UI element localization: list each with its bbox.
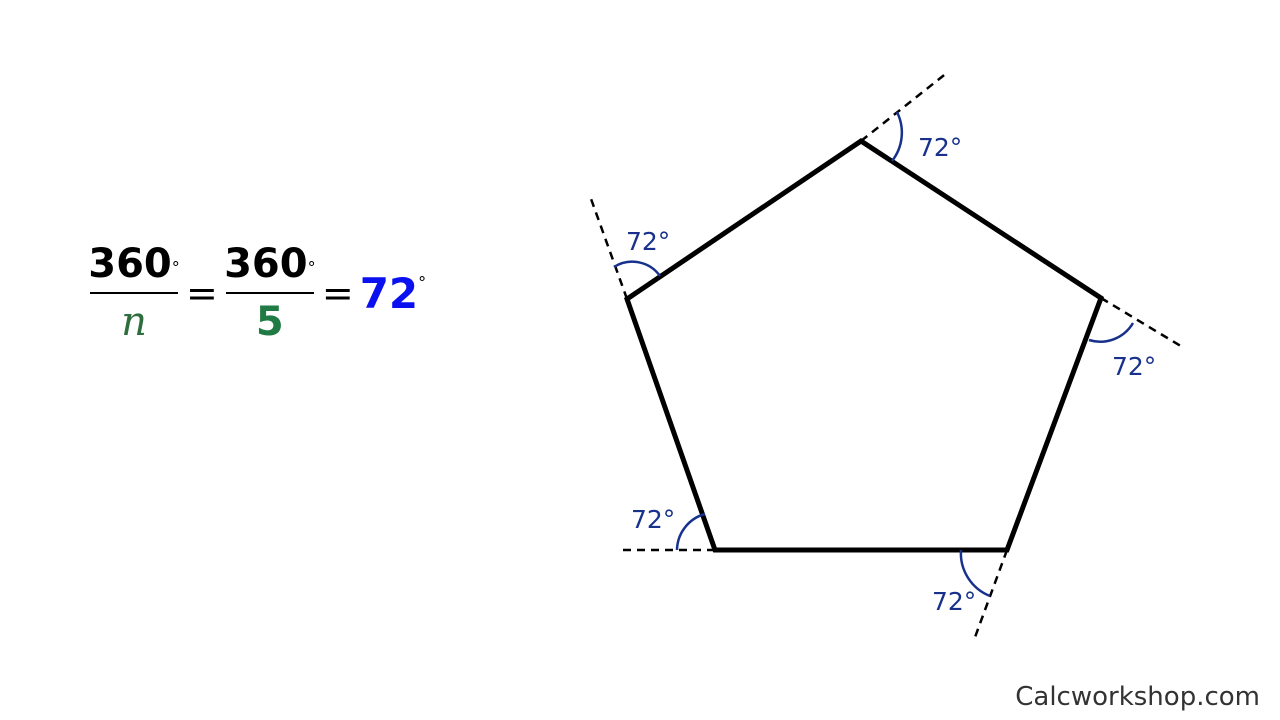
extension-line-right: [1100, 296, 1185, 350]
extension-lines: [588, 71, 1185, 641]
angle-arcs: [613, 111, 1135, 598]
fraction-bar: [90, 292, 178, 294]
pentagon-outline: [624, 137, 1105, 553]
equals-sign: =: [186, 271, 218, 315]
extension-line-left: [588, 195, 629, 300]
extension-line-top: [860, 71, 949, 142]
angle-arc-bottom-left: [675, 512, 706, 551]
angle-label-top: 72°: [918, 133, 962, 162]
angle-label-bottom-left: 72°: [631, 505, 675, 534]
fraction-360-over-n: 360° n: [88, 238, 180, 348]
result-72: 72°: [359, 268, 427, 318]
degree-sign: °: [418, 272, 427, 292]
exterior-angle-formula: 360° n = 360° 5 = 72°: [88, 238, 426, 348]
angle-label-bottom-right: 72°: [932, 587, 976, 616]
denominator-5: 5: [255, 299, 284, 345]
degree-sign: °: [171, 258, 180, 277]
angle-label-left: 72°: [626, 227, 670, 256]
extension-line-bottom-right: [972, 549, 1009, 641]
equals-sign: =: [321, 271, 354, 315]
angle-arc-top: [891, 111, 904, 162]
angle-arc-left: [613, 260, 662, 277]
fraction-bar: [225, 292, 314, 294]
angle-arc-right: [1088, 322, 1135, 343]
denominator-n: n: [121, 299, 147, 345]
numerator-360-b: 360°: [224, 241, 316, 287]
angle-arc-bottom-right: [959, 549, 991, 598]
fraction-360-over-5: 360° 5: [224, 238, 316, 348]
degree-sign: °: [307, 258, 316, 277]
numerator-360-a: 360°: [88, 241, 180, 287]
watermark: Calcworkshop.com: [1015, 682, 1260, 712]
angle-label-right: 72°: [1112, 352, 1156, 381]
